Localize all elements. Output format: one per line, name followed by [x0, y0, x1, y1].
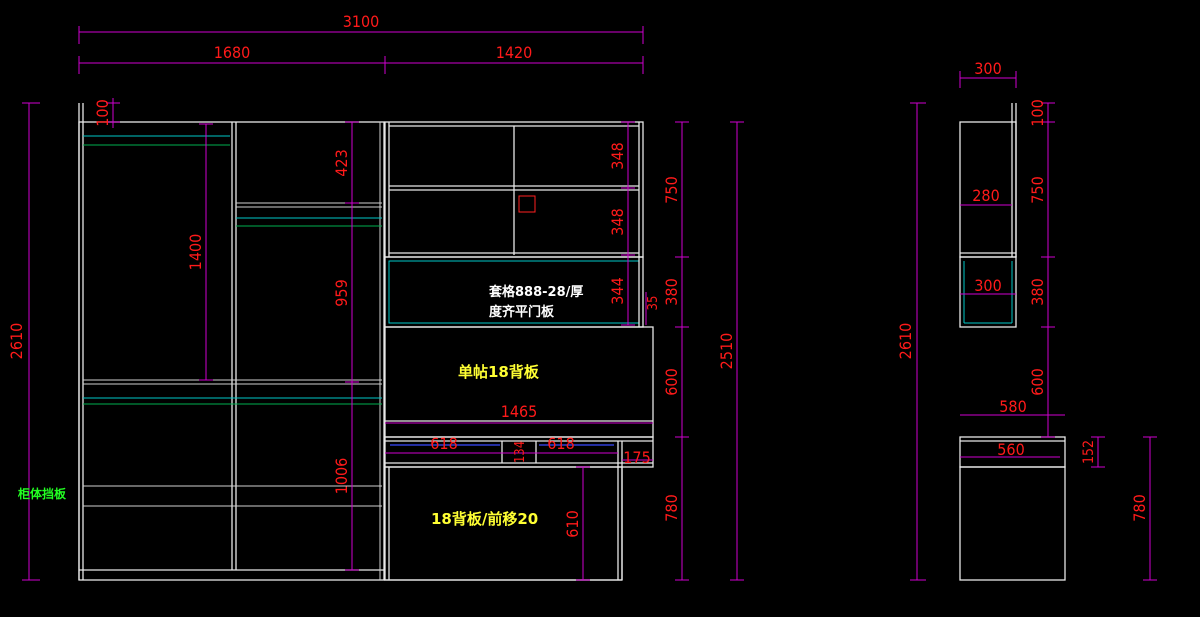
- dim-mid-top: 423: [332, 149, 351, 176]
- dim-drawer-mid: 134: [513, 441, 528, 463]
- dim-kneehole: 610: [563, 510, 582, 537]
- dim-door-band: 344: [608, 277, 627, 304]
- dim-left-width: 1680: [214, 43, 251, 62]
- dim-seg-780: 780: [662, 494, 681, 521]
- side-dim-seg-750: 750: [1028, 176, 1047, 203]
- note-kick-board: 柜体挡板: [17, 486, 67, 501]
- dim-seg-380: 380: [662, 278, 681, 305]
- side-dim-depth-top: 300: [974, 59, 1001, 78]
- side-dim-seg-600: 600: [1028, 368, 1047, 395]
- note-single-back: 单帖18背板: [458, 363, 540, 381]
- side-dim-depth-desk: 580: [999, 397, 1026, 416]
- side-dimension-lines: [910, 71, 1157, 581]
- side-dim-seg-100: 100: [1028, 99, 1047, 126]
- dim-right-width: 1420: [496, 43, 533, 62]
- note-door-panel-line2: 度齐平门板: [489, 304, 555, 320]
- front-cabinet: [78, 103, 654, 581]
- dim-upper-cell-2: 348: [608, 208, 627, 235]
- side-dim-desk-height: 780: [1130, 494, 1149, 521]
- side-dim-total-height: 2610: [896, 323, 915, 360]
- dim-total-height-left: 2610: [7, 323, 26, 360]
- side-cabinet: [959, 103, 1066, 581]
- side-dim-depth-desk-inner: 560: [997, 440, 1024, 459]
- dim-upper-cell-1: 348: [608, 142, 627, 169]
- note-door-panel-line1: 套格888-28/厚: [488, 284, 583, 300]
- side-dim-seg-380: 380: [1028, 278, 1047, 305]
- dim-left-hang: 1400: [186, 234, 205, 271]
- dim-mid-bottom: 1006: [332, 458, 351, 495]
- dim-overall-width: 3100: [343, 12, 380, 31]
- dim-top-gap: 100: [93, 99, 112, 126]
- note-back-shift: 18背板/前移20: [431, 510, 538, 528]
- side-dim-desk-thk: 152: [1081, 440, 1097, 464]
- dim-seg-750: 750: [662, 176, 681, 203]
- dim-desk-width: 1465: [501, 402, 538, 421]
- dim-seg-600: 600: [662, 368, 681, 395]
- dim-right-total: 2510: [717, 333, 736, 370]
- side-dim-depth-upper: 280: [972, 186, 999, 205]
- dim-drawer-left: 618: [430, 434, 457, 453]
- dim-door-gap: 35: [646, 296, 661, 311]
- dim-drawer-right: 618: [547, 434, 574, 453]
- dim-desk-overhang: 175: [623, 448, 650, 467]
- dim-mid-hang: 959: [332, 279, 351, 306]
- front-dimension-lines: [22, 26, 744, 581]
- side-dim-depth-mid: 300: [974, 276, 1001, 295]
